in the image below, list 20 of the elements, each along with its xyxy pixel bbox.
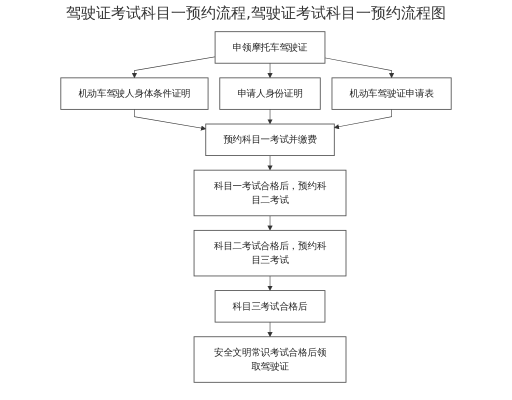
- node-box: 安全文明常识考试合格后领取驾驶证: [194, 336, 346, 383]
- node-box: 科目一考试合格后，预约科目二考试: [194, 170, 346, 216]
- node-box: 科目二考试合格后，预约科目三考试: [194, 230, 346, 276]
- title: 驾驶证考试科目一预约流程,驾驶证考试科目一预约流程图: [65, 3, 447, 24]
- arrow: [267, 155, 273, 170]
- arrow: [267, 109, 273, 124]
- node-box: 科目三考试合格后: [214, 290, 326, 323]
- arrow: [334, 109, 392, 130]
- node-box: 申领摩托车驾驶证: [214, 31, 326, 64]
- arrow: [267, 322, 273, 337]
- arrow: [267, 62, 273, 78]
- node-box: 预约科目一考试并缴费: [205, 124, 335, 156]
- arrow: [267, 276, 273, 291]
- arrow: [267, 215, 273, 231]
- node-box: 机动车驾驶人身体条件证明: [60, 77, 209, 110]
- arrow: [132, 56, 216, 78]
- arrow: [324, 58, 394, 78]
- node-box: 机动车驾驶证申请表: [332, 77, 452, 110]
- node-box: 申请人身份证明: [219, 77, 321, 110]
- arrow: [134, 109, 206, 131]
